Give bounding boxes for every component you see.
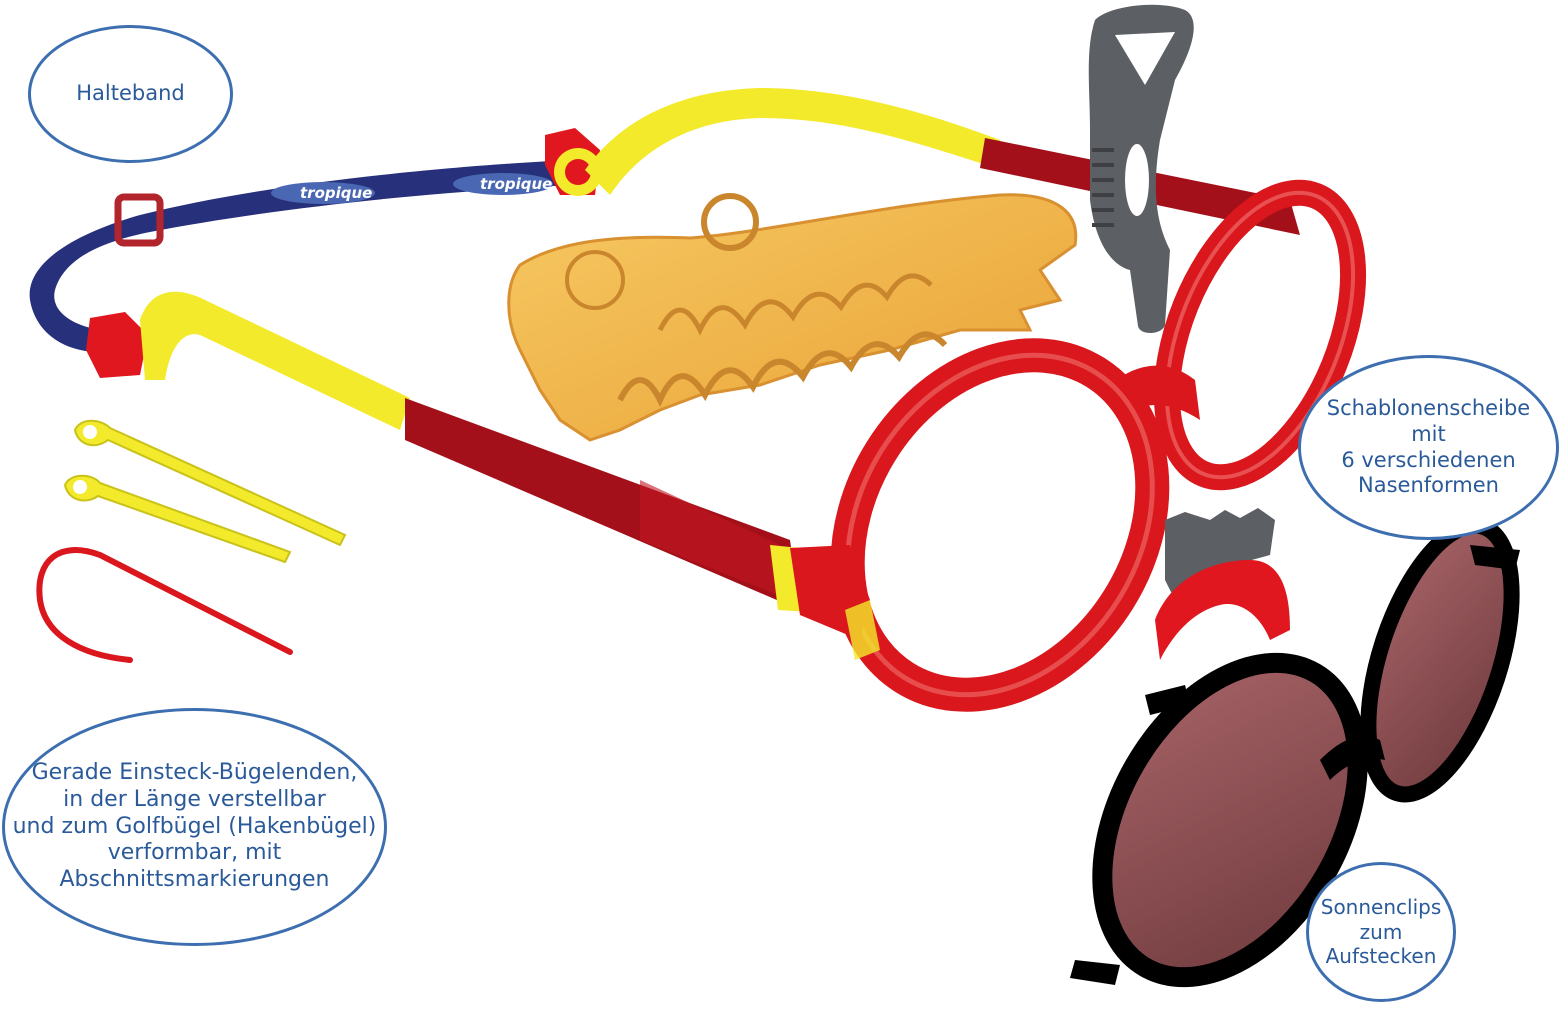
label-temple-tips: Gerade Einsteck-Bügelenden, in der Länge…: [2, 708, 387, 946]
label-template-disc: Schablonenscheibe mit 6 verschiedenen Na…: [1298, 355, 1559, 540]
label-halteband-text: Halteband: [76, 81, 185, 107]
strap-end-cap-bottom: [86, 312, 148, 378]
nose-pad-piece: [1155, 508, 1290, 660]
nose-template-disc: [509, 195, 1076, 440]
adjusting-tool: [1089, 5, 1194, 333]
strap-brand-text: tropique: [480, 175, 552, 193]
hook-temple-tip: [39, 550, 290, 660]
label-template-disc-text: Schablonenscheibe mit 6 verschiedenen Na…: [1327, 396, 1530, 498]
label-halteband: Halteband: [28, 25, 233, 163]
label-temple-tips-text: Gerade Einsteck-Bügelenden, in der Länge…: [13, 760, 377, 894]
straight-temple-tips: [65, 421, 345, 562]
strap-brand-text: tropique: [300, 184, 372, 202]
label-sun-clips-text: Sonnenclips zum Aufstecken: [1321, 895, 1442, 968]
label-sun-clips: Sonnenclips zum Aufstecken: [1306, 862, 1456, 1002]
